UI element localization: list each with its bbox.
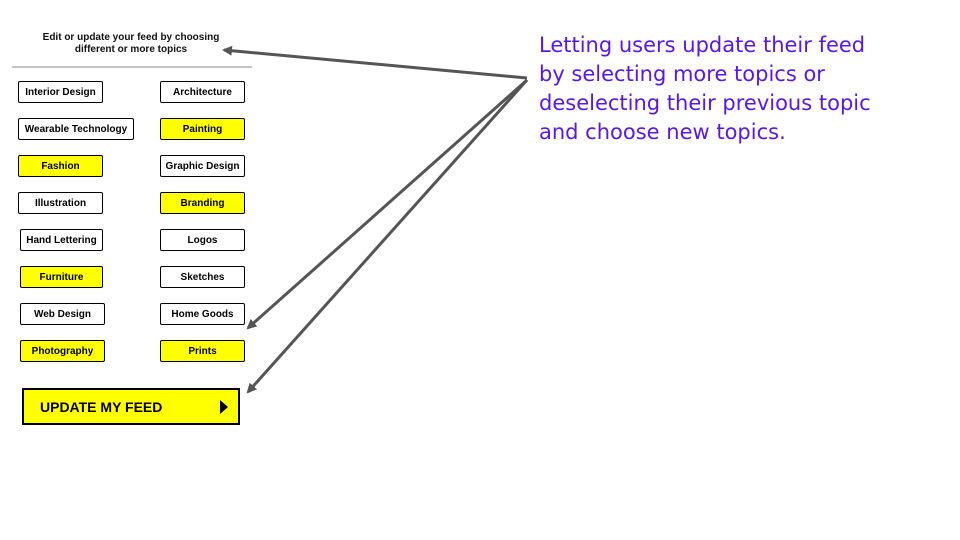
play-icon	[220, 399, 228, 414]
topic-wearable-technology[interactable]: Wearable Technology	[18, 118, 134, 140]
divider	[12, 66, 252, 68]
topic-web-design[interactable]: Web Design	[20, 303, 105, 325]
topic-painting[interactable]: Painting	[160, 118, 245, 140]
topic-furniture[interactable]: Furniture	[20, 266, 103, 288]
topic-hand-lettering[interactable]: Hand Lettering	[20, 229, 103, 251]
instruction-text: Edit or update your feed by choosing dif…	[20, 32, 242, 56]
topic-branding[interactable]: Branding	[160, 192, 245, 214]
topic-sketches[interactable]: Sketches	[160, 266, 245, 288]
topic-fashion[interactable]: Fashion	[18, 155, 103, 177]
topic-illustration[interactable]: Illustration	[18, 192, 103, 214]
topic-interior-design[interactable]: Interior Design	[18, 81, 103, 103]
topic-photography[interactable]: Photography	[20, 340, 105, 362]
topic-logos[interactable]: Logos	[160, 229, 245, 251]
arrow-to-prints	[246, 78, 528, 330]
annotation-callout: Letting users update their feed by selec…	[539, 33, 871, 144]
topic-prints[interactable]: Prints	[160, 340, 245, 362]
topic-architecture[interactable]: Architecture	[160, 81, 245, 103]
topic-graphic-design[interactable]: Graphic Design	[160, 155, 245, 177]
update-feed-button[interactable]: UPDATE MY FEED	[22, 388, 240, 425]
arrow-to-update-button	[246, 79, 529, 394]
update-feed-label: UPDATE MY FEED	[40, 398, 163, 415]
arrow-to-header	[222, 45, 528, 80]
topic-home-goods[interactable]: Home Goods	[160, 303, 245, 325]
instruction-line-1: Edit or update your feed by choosing	[42, 32, 220, 43]
instruction-line-2: different or more topics	[74, 44, 188, 55]
